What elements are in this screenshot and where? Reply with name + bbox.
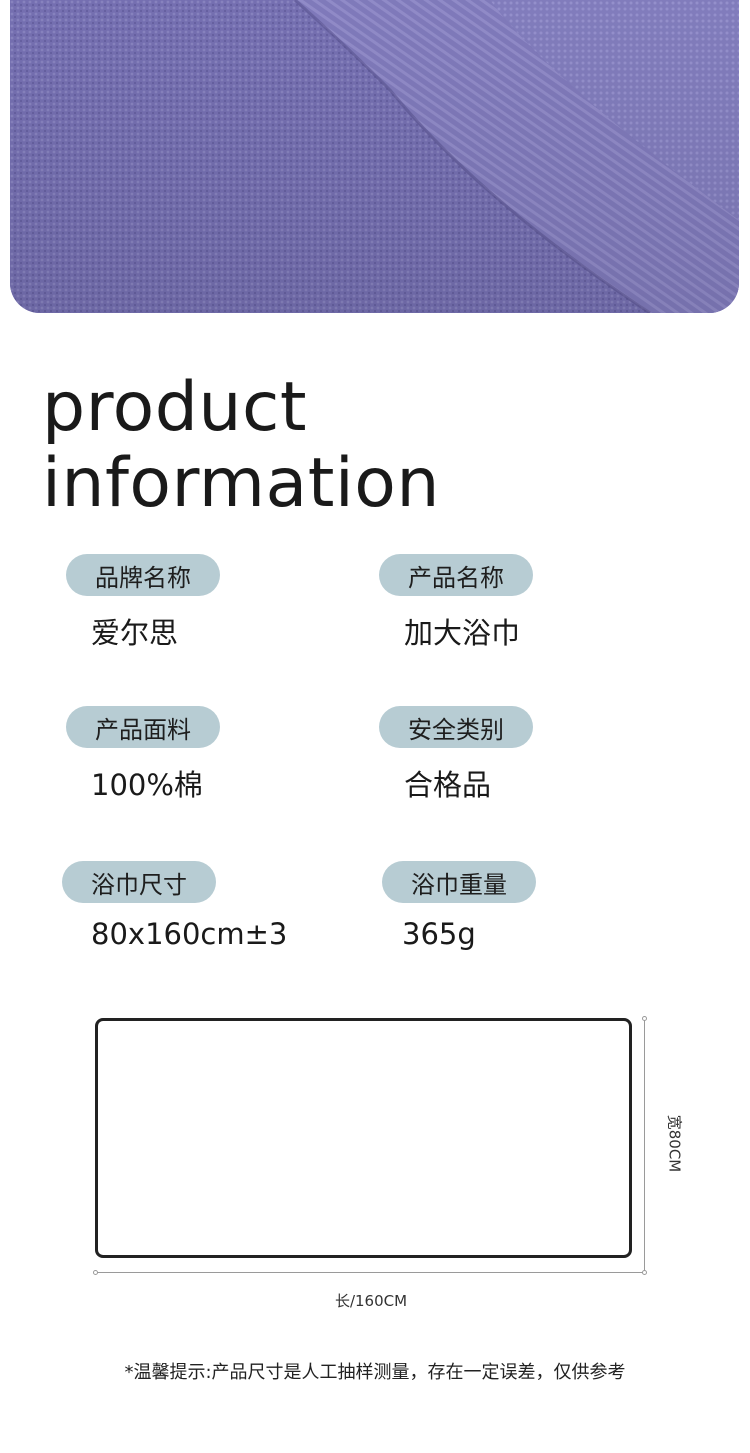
- spec-value: 80x160cm±3: [91, 917, 288, 951]
- spec-label: 产品名称: [379, 554, 533, 596]
- spec-value: 365g: [402, 917, 476, 951]
- page-title: product information: [42, 370, 440, 522]
- title-line-information: information: [42, 444, 440, 523]
- towel-fabric-photo: [10, 0, 739, 313]
- spec-material: 产品面料 100%棉: [66, 706, 220, 804]
- dimension-endpoint: [642, 1270, 647, 1275]
- spec-size: 浴巾尺寸 80x160cm±3: [62, 861, 287, 951]
- spec-product-name: 产品名称 加大浴巾: [379, 554, 533, 652]
- spec-brand: 品牌名称 爱尔思: [66, 554, 220, 652]
- title-line-product: product: [42, 368, 308, 447]
- dimension-endpoint: [93, 1270, 98, 1275]
- spec-value: 爱尔思: [91, 616, 179, 650]
- length-label: 长/160CM: [334, 1292, 408, 1310]
- width-label: 宽80CM: [665, 1114, 684, 1173]
- width-dimension-line: [644, 1018, 645, 1272]
- spec-label: 品牌名称: [66, 554, 220, 596]
- measurement-disclaimer: *温馨提示:产品尺寸是人工抽样测量，存在一定误差，仅供参考: [124, 1362, 626, 1383]
- spec-value: 加大浴巾: [404, 616, 521, 650]
- towel-size-diagram: [95, 1018, 632, 1258]
- spec-value: 合格品: [404, 768, 492, 802]
- spec-label: 浴巾重量: [382, 861, 536, 903]
- fabric-texture-image: [10, 0, 739, 313]
- spec-label: 安全类别: [379, 706, 533, 748]
- spec-safety-class: 安全类别 合格品: [379, 706, 533, 804]
- spec-value: 100%棉: [91, 768, 203, 802]
- spec-label: 产品面料: [66, 706, 220, 748]
- spec-weight: 浴巾重量 365g: [382, 861, 536, 951]
- dimension-endpoint: [642, 1016, 647, 1021]
- length-dimension-line: [95, 1272, 645, 1273]
- spec-label: 浴巾尺寸: [62, 861, 216, 903]
